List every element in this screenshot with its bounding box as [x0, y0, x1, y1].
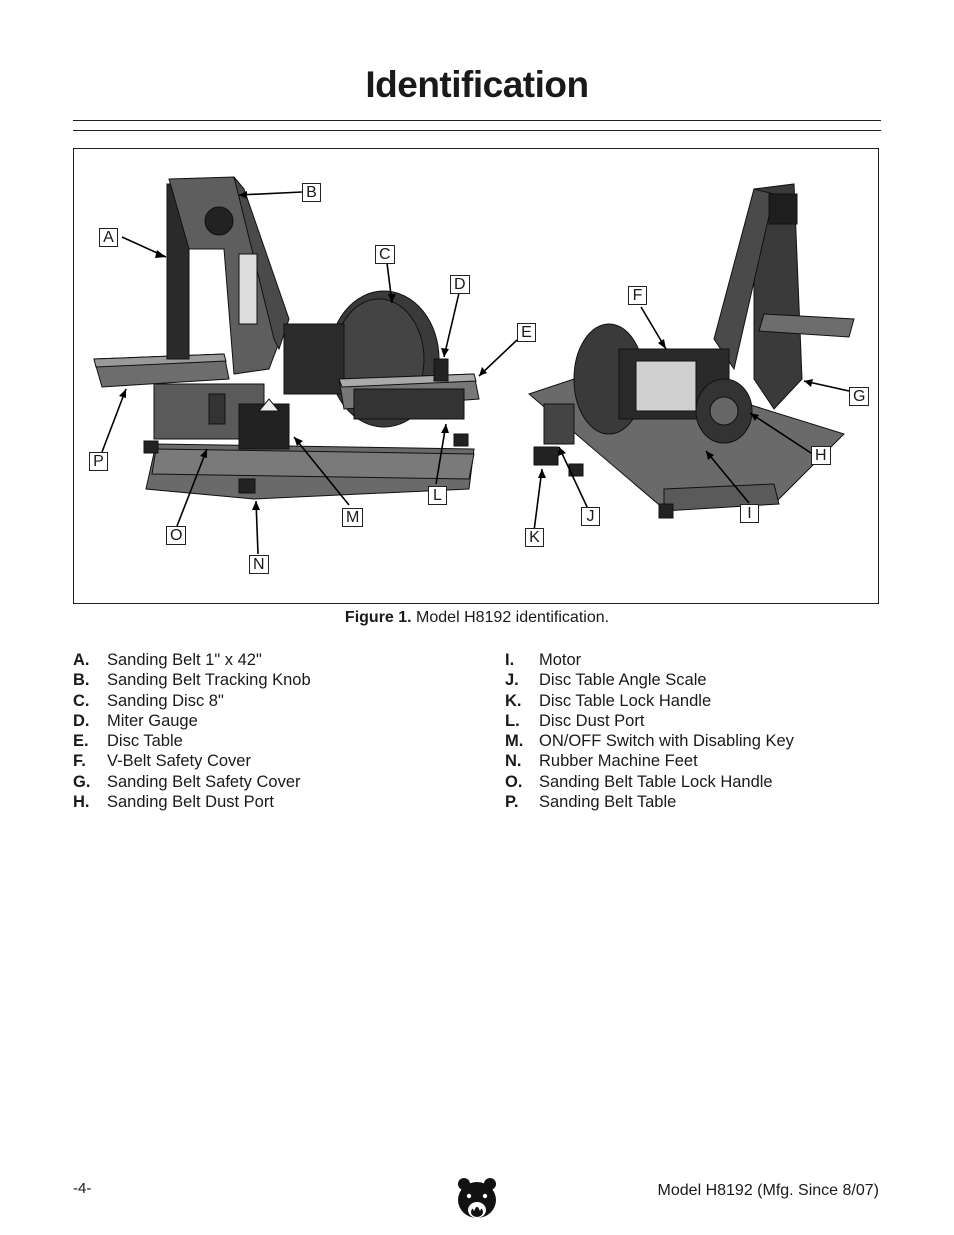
leader-lines: [101, 191, 850, 555]
figure-box: A B C D E F G H I J K L M N O P: [73, 148, 879, 604]
legend-item: C. Sanding Disc 8": [73, 691, 311, 711]
legend-text: Miter Gauge: [107, 711, 198, 730]
legend-text: Sanding Belt Table Lock Handle: [539, 772, 773, 791]
page-number: -4-: [73, 1180, 92, 1197]
callout-h: H: [811, 446, 831, 465]
callout-k: K: [525, 528, 544, 547]
callout-m: M: [342, 508, 364, 527]
legend-key: J.: [505, 671, 519, 690]
legend-key: E.: [73, 732, 89, 751]
title-rule-bottom: [73, 130, 881, 131]
legend-text: Sanding Belt Safety Cover: [107, 772, 301, 791]
legend-text: Rubber Machine Feet: [539, 752, 698, 771]
legend-item: H. Sanding Belt Dust Port: [73, 792, 311, 812]
legend-item: D. Miter Gauge: [73, 711, 311, 731]
legend-text: Disc Dust Port: [539, 711, 645, 730]
legend-key: G.: [73, 772, 91, 791]
legend-item: M. ON/OFF Switch with Disabling Key: [505, 731, 794, 751]
legend-key: I.: [505, 651, 515, 669]
legend-item: F. V-Belt Safety Cover: [73, 751, 311, 771]
callout-l: L: [428, 486, 447, 505]
title-rule-top: [73, 120, 881, 121]
legend-text: ON/OFF Switch with Disabling Key: [539, 732, 794, 751]
legend-key: L.: [505, 711, 520, 730]
callout-p: P: [89, 452, 108, 471]
legend-key: H.: [73, 793, 90, 812]
callout-a: A: [99, 228, 118, 247]
legend-key: M.: [505, 732, 524, 751]
legend-item: A. Sanding Belt 1" x 42": [73, 650, 311, 670]
legend-item: E. Disc Table: [73, 731, 311, 751]
legend-text: Sanding Belt 1" x 42": [107, 651, 262, 669]
machine-illustration: [93, 176, 855, 555]
caption-label: Figure 1.: [344, 609, 412, 626]
legend-text: Disc Table Lock Handle: [539, 691, 712, 710]
legend-key: F.: [73, 752, 86, 771]
legend-text: Motor: [539, 651, 582, 669]
legend-text: Sanding Belt Tracking Knob: [107, 671, 311, 690]
callout-o: O: [166, 526, 187, 545]
legend-key: P.: [505, 793, 519, 812]
legend-key: B.: [73, 671, 90, 690]
bear-logo-icon: [458, 1178, 496, 1218]
callout-e: E: [517, 323, 536, 342]
leader-arrowheads: [119, 191, 813, 510]
legend-text: Sanding Belt Table: [539, 793, 677, 812]
left-machine-image: [93, 176, 480, 500]
legend-text: Sanding Belt Dust Port: [107, 793, 274, 812]
legend-key: C.: [73, 691, 90, 710]
legend-text: Sanding Disc 8": [107, 691, 224, 710]
footer-model: Model H8192 (Mfg. Since 8/07): [657, 1182, 879, 1199]
callout-n: N: [249, 555, 269, 574]
legend-item: O. Sanding Belt Table Lock Handle: [505, 772, 794, 792]
legend-right: I. Motor J. Disc Table Angle Scale K. Disc …: [505, 650, 794, 812]
legend-item: N. Rubber Machine Feet: [505, 751, 794, 771]
callout-f: F: [628, 286, 647, 305]
legend-item: J. Disc Table Angle Scale: [505, 670, 794, 690]
legend-key: D.: [73, 711, 90, 730]
figure-caption: Figure 1. Model H8192 identification.: [0, 609, 954, 627]
callout-g: G: [849, 387, 870, 406]
callout-c: C: [375, 245, 395, 264]
legend-item: L. Disc Dust Port: [505, 711, 794, 731]
callout-j: J: [581, 507, 600, 526]
legend-item: I. Motor: [505, 650, 794, 670]
legend-text: Disc Table Angle Scale: [539, 671, 707, 690]
page-title: Identification: [365, 64, 589, 105]
legend-left: A. Sanding Belt 1" x 42" B. Sanding Belt T…: [73, 650, 311, 812]
legend-key: O.: [505, 772, 523, 791]
legend-text: Disc Table: [107, 732, 183, 751]
callout-i: I: [740, 504, 759, 523]
legend-text: V-Belt Safety Cover: [107, 752, 251, 771]
legend-item: P. Sanding Belt Table: [505, 792, 794, 812]
right-machine-image: [528, 183, 855, 519]
callout-b: B: [302, 183, 321, 202]
legend-item: G. Sanding Belt Safety Cover: [73, 772, 311, 792]
callout-d: D: [450, 275, 470, 294]
legend-item: K. Disc Table Lock Handle: [505, 691, 794, 711]
legend-key: N.: [505, 752, 522, 771]
legend-item: B. Sanding Belt Tracking Knob: [73, 670, 311, 690]
legend-key: A.: [73, 651, 90, 669]
legend-key: K.: [505, 691, 522, 710]
caption-text: Model H8192 identification.: [411, 609, 610, 626]
